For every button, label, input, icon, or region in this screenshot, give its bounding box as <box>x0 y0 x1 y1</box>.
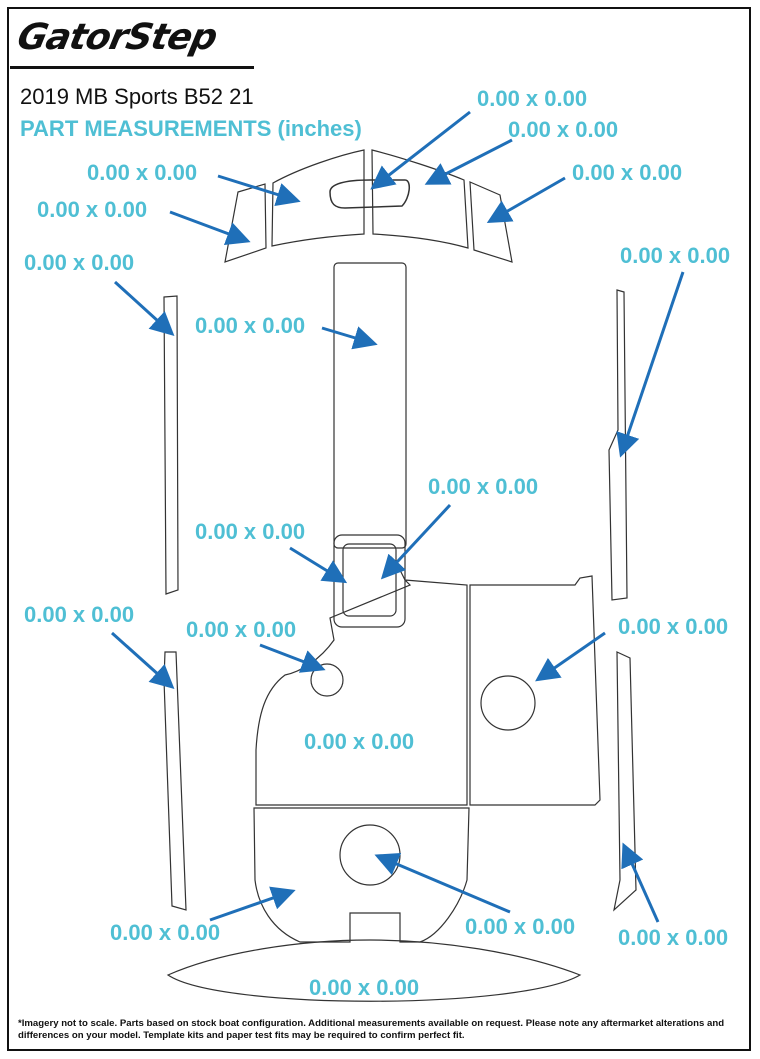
part-center-walkway <box>333 262 407 549</box>
measurement-bow-center: 0.00 x 0.00 <box>477 86 588 111</box>
bow-logo <box>329 179 410 209</box>
arrow-left-gunwale-upper <box>113 280 175 337</box>
arrow-hatch-surround <box>289 546 348 584</box>
part-swim-platform <box>166 939 582 1002</box>
page-subtitle: PART MEASUREMENTS (inches) <box>20 116 362 141</box>
measurement-right-gunwale-lower: 0.00 x 0.00 <box>618 925 729 950</box>
part-bow-right-outer <box>469 181 513 263</box>
arrow-bow-center <box>370 110 471 190</box>
part-right-floor <box>469 575 601 806</box>
arrow-right-gunwale-lower <box>621 842 660 923</box>
arrow-center-walkway <box>321 326 378 350</box>
measurement-bow-left-outer: 0.00 x 0.00 <box>37 197 148 222</box>
measurement-left-gunwale-upper: 0.00 x 0.00 <box>24 250 135 275</box>
footnote-disclaimer: *Imagery not to scale. Parts based on st… <box>18 1018 725 1041</box>
measurement-swim-platform: 0.00 x 0.00 <box>309 975 420 1000</box>
arrow-rear-floor <box>209 886 296 922</box>
part-cupholder <box>310 663 344 697</box>
part-hatch-surround <box>333 534 406 628</box>
part-right-gunwale-lower <box>613 651 637 912</box>
arrow-right-gunwale-upper <box>616 271 685 458</box>
part-bow-right-center <box>371 149 469 249</box>
measurement-left-floor: 0.00 x 0.00 <box>304 729 415 754</box>
part-bow-left-center <box>271 149 365 247</box>
arrow-bow-right-center <box>424 138 513 185</box>
measurement-bow-left-center: 0.00 x 0.00 <box>87 160 198 185</box>
part-right-gunwale-upper <box>608 289 628 601</box>
arrow-cupholder <box>259 643 326 673</box>
measurement-rear-floor-circle: 0.00 x 0.00 <box>465 914 576 939</box>
part-left-floor <box>255 569 468 806</box>
measurement-right-gunwale-upper: 0.00 x 0.00 <box>620 243 731 268</box>
measurement-cupholder: 0.00 x 0.00 <box>186 617 297 642</box>
part-rear-floor-circle <box>339 824 401 886</box>
arrow-bow-left-center <box>217 174 301 207</box>
part-hatch <box>342 543 397 617</box>
part-left-gunwale-upper <box>163 295 179 595</box>
measurement-hatch: 0.00 x 0.00 <box>428 474 539 499</box>
arrow-bow-right-outer <box>486 176 566 223</box>
part-right-floor-circle <box>480 675 536 731</box>
measurement-rear-floor: 0.00 x 0.00 <box>110 920 221 945</box>
part-left-gunwale-lower <box>163 651 187 911</box>
logo-underline <box>10 66 254 69</box>
part-bow-left-outer <box>224 183 267 263</box>
page-frame <box>7 7 751 1051</box>
arrow-left-gunwale-lower <box>110 631 175 690</box>
measurement-bow-right-center: 0.00 x 0.00 <box>508 117 619 142</box>
arrow-hatch <box>380 503 452 580</box>
arrow-bow-left-outer <box>169 210 251 245</box>
measurement-bow-right-outer: 0.00 x 0.00 <box>572 160 683 185</box>
arrow-right-floor <box>535 631 606 682</box>
arrow-rear-floor-circle <box>374 852 511 914</box>
measurement-left-gunwale-lower: 0.00 x 0.00 <box>24 602 135 627</box>
part-rear-floor <box>253 807 470 943</box>
page-title: 2019 MB Sports B52 21 <box>20 84 254 109</box>
measurement-center-walkway: 0.00 x 0.00 <box>195 313 306 338</box>
measurement-hatch-surround: 0.00 x 0.00 <box>195 519 306 544</box>
measurement-right-floor: 0.00 x 0.00 <box>618 614 729 639</box>
